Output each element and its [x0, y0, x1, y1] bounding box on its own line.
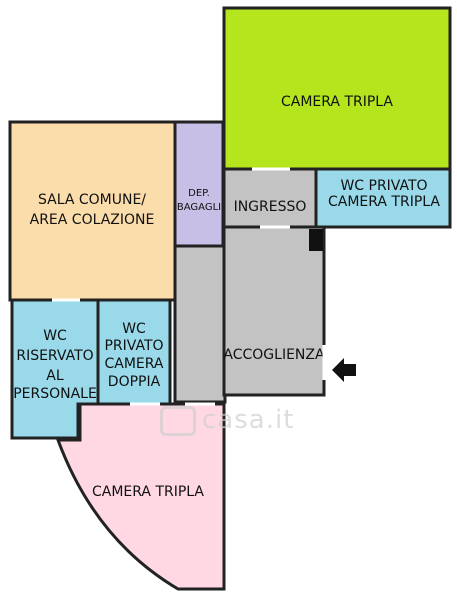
watermark: casa.it	[160, 405, 294, 436]
room-label-camera-tripla-bottom: CAMERA TRIPLA	[92, 484, 204, 500]
room-label-wc-dop-3: CAMERA	[104, 356, 163, 372]
room-camera-tripla-bottom	[55, 402, 226, 591]
room-ingresso	[222, 167, 318, 229]
room-wc-privato-tripla	[314, 167, 452, 229]
room-label-dep-2: BAGAGLI	[177, 202, 221, 213]
room-label-wc-dop-2: PRIVATO	[104, 338, 163, 354]
house-icon	[160, 405, 196, 436]
room-label-wc-ris-2: RISERVATO	[16, 348, 93, 364]
room-label-wc-dop-4: DOPPIA	[108, 374, 161, 390]
room-label-ingresso: INGRESSO	[234, 199, 307, 215]
room-label-wc-tripla-2: CAMERA TRIPLA	[328, 194, 440, 210]
hallway	[173, 244, 227, 404]
room-label-wc-tripla-1: WC PRIVATO	[340, 178, 427, 194]
room-camera-tripla-top	[222, 6, 452, 171]
room-label-sala-comune-1: SALA COMUNE/	[38, 192, 146, 208]
watermark-text: casa.it	[202, 405, 295, 435]
room-label-wc-dop-1: WC	[122, 321, 146, 337]
room-label-accoglienza: ACCOGLIENZA	[223, 347, 325, 363]
room-accoglienza	[222, 225, 326, 397]
room-label-wc-ris-4: PERSONALE	[13, 386, 97, 402]
room-label-wc-ris-3: AL	[46, 368, 64, 384]
room-label-dep-1: DEP.	[188, 188, 210, 199]
room-label-sala-comune-2: AREA COLAZIONE	[30, 212, 155, 228]
wall-column	[309, 229, 323, 251]
room-sala-comune	[8, 120, 177, 302]
arrow-left-icon	[332, 358, 356, 382]
room-label-wc-ris-1: WC	[43, 328, 67, 344]
room-label-camera-tripla-top: CAMERA TRIPLA	[281, 94, 393, 110]
room-dep-bagagli	[173, 120, 225, 248]
